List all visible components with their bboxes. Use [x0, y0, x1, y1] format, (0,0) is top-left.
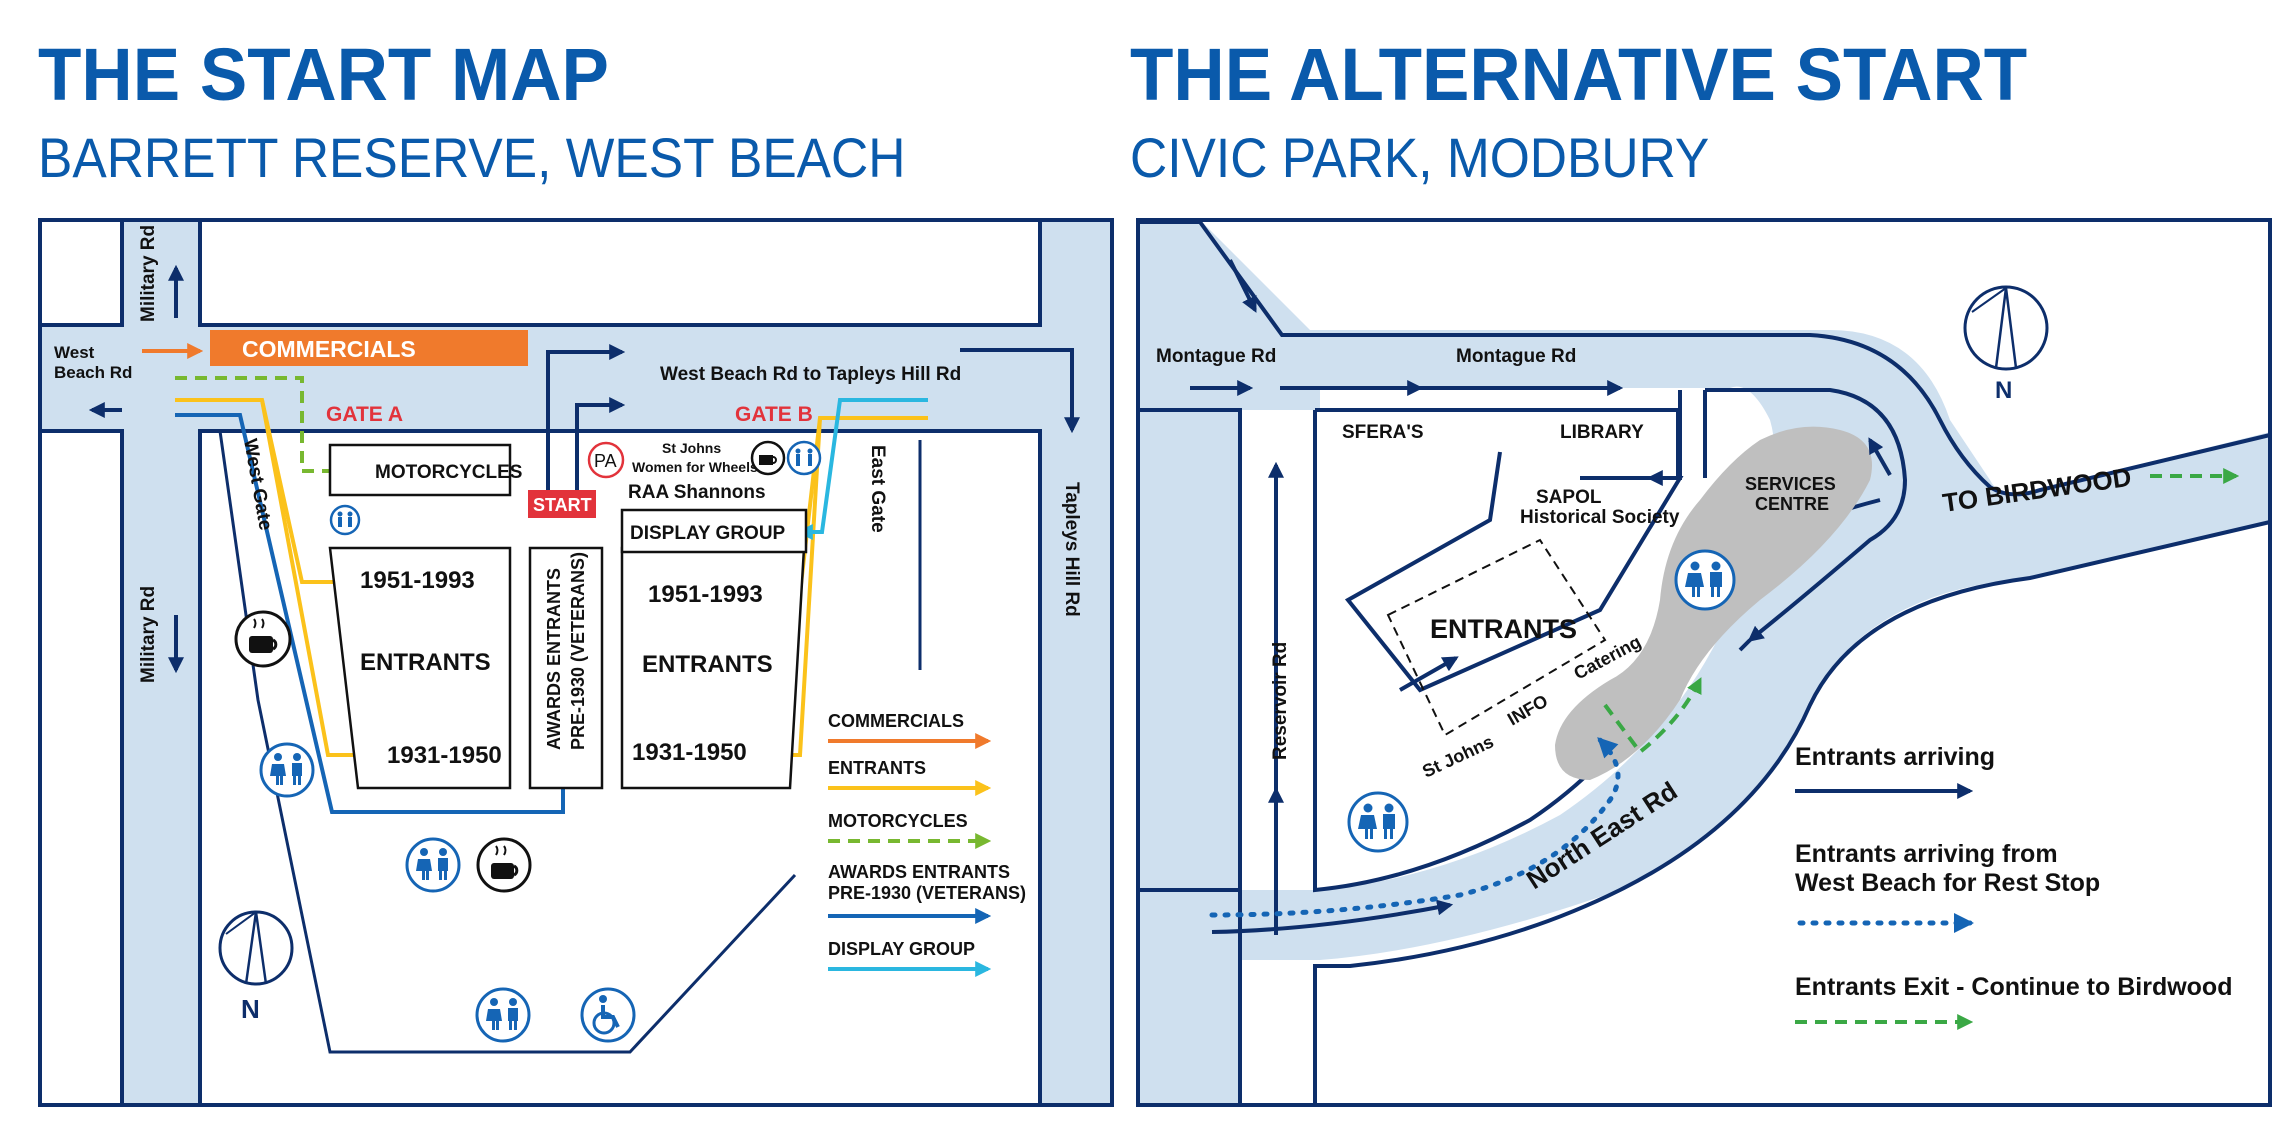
accessible-icon [580, 987, 636, 1043]
west-beach-to-tapleys-label: West Beach Rd to Tapleys Hill Rd [660, 364, 961, 385]
coffee-icon [476, 837, 532, 893]
legend-display-group: DISPLAY GROUP [828, 939, 975, 959]
right-subtitle: CIVIC PARK, MODBURY [1130, 126, 1710, 189]
toilets-icon [786, 440, 822, 476]
toilets-icon [1347, 791, 1409, 853]
legend-entrants: ENTRANTS [828, 758, 926, 778]
gate-b-label: GATE B [735, 403, 813, 426]
sapol-label-2: Historical Society [1520, 507, 1680, 528]
left-block-bottom: 1931-1950 [387, 742, 502, 769]
toilets-icon [405, 837, 461, 893]
montague-rd-label-1: Montague Rd [1156, 346, 1276, 367]
toilets-icon [475, 987, 531, 1043]
sapol-label-1: SAPOL [1536, 487, 1602, 508]
awards-label-1: AWARDS ENTRANTS [544, 568, 564, 750]
start-badge [528, 490, 596, 518]
reservoir-rd-label: Reservoir Rd [1270, 642, 1291, 760]
legend-exit: Entrants Exit - Continue to Birdwood [1795, 973, 2232, 1001]
st-johns-label-1: St Johns [662, 440, 721, 456]
left-subtitle: BARRETT RESERVE, WEST BEACH [38, 126, 906, 189]
coffee-icon [750, 440, 786, 476]
reservoir-rd-road [1138, 220, 1310, 1103]
military-rd-bottom-label: Military Rd [138, 586, 159, 683]
gate-a-label: GATE A [326, 403, 403, 426]
commercials-area [210, 330, 528, 366]
left-block-mid: ENTRANTS [360, 649, 491, 676]
right-title: THE ALTERNATIVE START [1130, 33, 2028, 116]
toilets-icon [259, 742, 315, 798]
right-block-bottom: 1931-1950 [632, 739, 747, 766]
alt-north-label: N [1995, 377, 2012, 404]
pa-icon [587, 441, 625, 479]
legend-commercials: COMMERCIALS [828, 711, 964, 731]
services-label-1: SERVICES [1745, 474, 1836, 494]
tapleys-hill-rd-label: Tapleys Hill Rd [1061, 482, 1082, 617]
left-title: THE START MAP [38, 33, 609, 116]
sferas-label: SFERA'S [1342, 422, 1424, 443]
toilets-icon [329, 504, 361, 536]
legend-awards-1: AWARDS ENTRANTS [828, 862, 1010, 882]
north-arrow-icon [218, 910, 294, 986]
left-block-top: 1951-1993 [360, 567, 475, 594]
montague-rd-road [1138, 330, 2270, 960]
alt-entrants-label: ENTRANTS [1430, 614, 1577, 644]
pa-label: PA [594, 451, 617, 471]
toilets-icon [1674, 549, 1736, 611]
right-block-top: 1951-1993 [648, 581, 763, 608]
west-beach-rd-label-2: Beach Rd [54, 363, 132, 382]
start-map-legend: COMMERCIALS ENTRANTS MOTORCYCLES AWARDS … [828, 711, 1026, 977]
legend-rest-stop-2: West Beach for Rest Stop [1795, 869, 2100, 897]
north-arrow-icon [1963, 285, 2049, 371]
awards-label-2: PRE-1930 (VETERANS) [568, 552, 588, 750]
legend-rest-stop-1: Entrants arriving from [1795, 840, 2058, 868]
alternative-start-legend: Entrants arriving Entrants arriving from… [1795, 743, 2232, 1030]
north-label: N [241, 994, 260, 1024]
start-label: START [533, 495, 592, 515]
st-johns-label-2: Women for Wheels [632, 459, 758, 475]
start-map: COMMERCIALS GATE A GATE B MOTORCYCLES 19… [38, 218, 1114, 1107]
legend-awards-2: PRE-1930 (VETERANS) [828, 883, 1026, 903]
commercials-label: COMMERCIALS [242, 336, 416, 362]
west-beach-rd-label-1: West [54, 343, 95, 362]
legend-entrants-arriving: Entrants arriving [1795, 743, 1995, 771]
east-gate-label: East Gate [867, 445, 888, 533]
military-rd-top-label: Military Rd [138, 225, 159, 322]
coffee-icon [234, 610, 292, 668]
raa-shannons-label: RAA Shannons [628, 482, 766, 503]
services-label-2: CENTRE [1755, 494, 1829, 514]
right-block-mid: ENTRANTS [642, 651, 773, 678]
legend-motorcycles: MOTORCYCLES [828, 811, 968, 831]
alternative-start-map: ENTRANTS Catering INFO St Johns SFERA'S … [1136, 218, 2272, 1107]
montague-rd-label-2: Montague Rd [1456, 346, 1576, 367]
display-group-label: DISPLAY GROUP [630, 523, 786, 544]
library-label: LIBRARY [1560, 422, 1644, 443]
motorcycles-label: MOTORCYCLES [375, 462, 522, 483]
